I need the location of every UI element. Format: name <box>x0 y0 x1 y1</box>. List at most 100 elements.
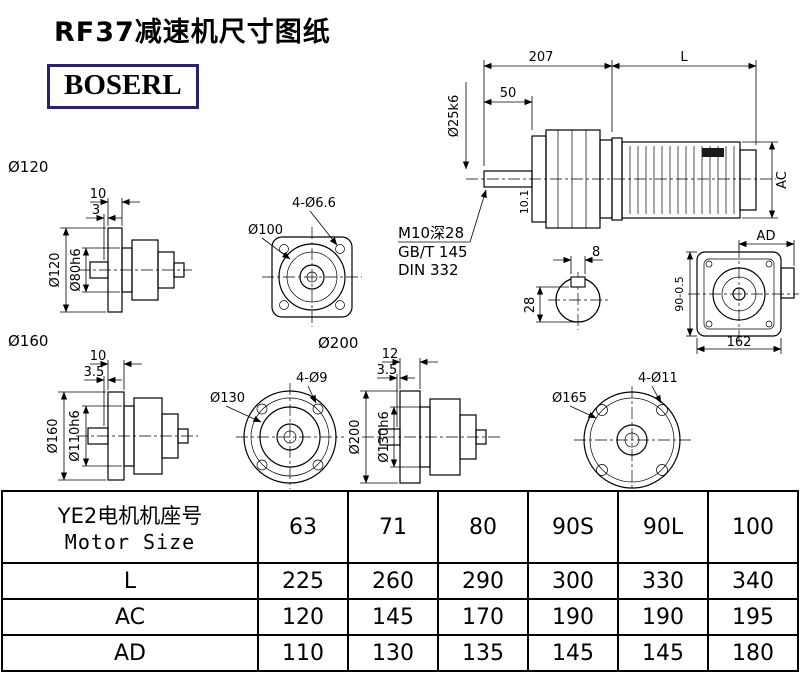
square-flange-view: Ø100 4-Ø6.6 <box>248 196 362 327</box>
value-cell: 195 <box>707 598 799 636</box>
section-dimension-lines <box>536 256 603 323</box>
dim-flange-160-spigot: Ø110h6 <box>68 410 83 462</box>
dim-circle-100: Ø100 <box>248 223 283 238</box>
motor-cooling-fins <box>629 146 735 214</box>
square-flange-leaders <box>261 210 338 260</box>
dim-207: 207 <box>529 50 554 65</box>
dim-162: 162 <box>727 335 752 350</box>
size-header-cell: 71 <box>347 490 439 564</box>
bolt-hole <box>656 464 668 476</box>
value-cell: 225 <box>257 562 349 600</box>
dim-circle-130: Ø130 <box>210 391 245 406</box>
dim-shaft-diameter: Ø25k6 <box>447 95 462 138</box>
dim-flange-120-step: 3 <box>92 203 100 218</box>
dim-10-1: 10.1 <box>518 190 531 215</box>
bolt-hole <box>335 244 345 254</box>
flange-200-side-view: 12 3.5 Ø200 Ø130h6 <box>348 347 502 484</box>
shaft-section-view: 8 28 <box>523 245 608 330</box>
motor-size-table: YE2电机机座号 Motor Size 63 71 80 90S 90L 100… <box>1 490 799 672</box>
flange-160-view: Ø160 10 <box>8 332 198 481</box>
dim-90-tol: 90-0.5 <box>673 276 686 311</box>
brand-logo-text: BOSERL <box>64 69 182 101</box>
flange-200-front-leaders <box>225 385 317 423</box>
table-row-AD: AD 110 130 135 145 145 180 <box>1 634 799 672</box>
note-tapped-hole: M10深28 <box>398 224 464 242</box>
bolt-hole <box>335 300 345 310</box>
table-row-L: L 225 260 290 300 330 340 <box>1 562 799 600</box>
dim-bolt-holes-11: 4-Ø11 <box>638 371 678 386</box>
dim-flange-200-spigot: Ø130h6 <box>377 411 392 463</box>
value-cell: 290 <box>437 562 529 600</box>
table-row-AC: AC 120 145 170 190 190 195 <box>1 598 799 636</box>
value-cell: 130 <box>347 634 439 672</box>
brand-logo: BOSERL <box>47 64 199 109</box>
header-title-en: Motor Size <box>64 530 196 554</box>
flange-120-dimension-lines <box>60 198 140 313</box>
value-cell: 330 <box>617 562 709 600</box>
bolt-hole <box>256 403 268 415</box>
dim-flange-200-step: 3.5 <box>377 363 398 378</box>
page-title: RF37减速机尺寸图纸 <box>54 17 331 48</box>
value-cell: 180 <box>707 634 799 672</box>
fan-cover <box>739 149 757 211</box>
bolt-hole <box>312 403 324 415</box>
side-view-dimension-lines <box>686 240 795 354</box>
dim-flange-160-outer: Ø160 <box>46 418 61 453</box>
label-flange-160: Ø160 <box>8 332 48 350</box>
size-header-cell: 80 <box>437 490 529 564</box>
note-gb-standard: GB/T 145 <box>398 243 468 261</box>
flange-160-dimension-lines <box>58 360 142 481</box>
output-side-view: AD 90-0.5 162 <box>673 229 799 354</box>
row-label-AC: AC <box>1 598 259 636</box>
flange-165-view: Ø165 4-Ø11 <box>552 371 692 489</box>
gearbox-ribs <box>557 130 587 228</box>
keyway <box>570 276 586 288</box>
dim-50: 50 <box>500 86 517 101</box>
dim-circle-165: Ø165 <box>552 391 587 406</box>
size-header-cell: 90L <box>617 490 709 564</box>
flange-200-side-dimension-lines <box>360 358 438 484</box>
note-din-standard: DIN 332 <box>398 261 459 279</box>
value-cell: 145 <box>527 634 619 672</box>
value-cell: 190 <box>527 598 619 636</box>
dim-28: 28 <box>523 297 538 314</box>
size-header-cell: 63 <box>257 490 349 564</box>
value-cell: 260 <box>347 562 439 600</box>
value-cell: 300 <box>527 562 619 600</box>
dim-flange-200-thickness: 12 <box>382 347 399 362</box>
bolt-hole <box>656 404 668 416</box>
dim-AC: AC <box>775 171 790 189</box>
value-cell: 145 <box>347 598 439 636</box>
dim-flange-200-outer: Ø200 <box>348 419 363 454</box>
table-header-row: YE2电机机座号 Motor Size 63 71 80 90S 90L 100 <box>1 490 799 564</box>
dim-L: L <box>680 50 688 65</box>
dim-flange-160-step: 3.5 <box>84 365 105 380</box>
value-cell: 120 <box>257 598 349 636</box>
bolt-hole <box>596 464 608 476</box>
row-label-L: L <box>1 562 259 600</box>
dim-flange-120-outer: Ø120 <box>48 252 63 287</box>
size-header-cell: 90S <box>527 490 619 564</box>
housing-inner <box>703 258 775 330</box>
bolt-hole <box>312 459 324 471</box>
header-title-cn: YE2电机机座号 <box>57 504 203 528</box>
flange-120-view: Ø120 10 <box>8 158 192 313</box>
label-flange-200: Ø200 <box>318 334 358 352</box>
dim-flange-160-thickness: 10 <box>90 349 107 364</box>
bolt-hole <box>279 300 289 310</box>
flange-200-front-view: Ø200 Ø130 4-Ø9 <box>210 334 358 489</box>
dim-key-width: 8 <box>592 245 600 260</box>
row-label-AD: AD <box>1 634 259 672</box>
value-cell: 170 <box>437 598 529 636</box>
main-view-dimension-lines <box>398 60 778 243</box>
value-cell: 190 <box>617 598 709 636</box>
label-flange-120: Ø120 <box>8 158 48 176</box>
dim-AD: AD <box>757 229 776 244</box>
bolt-hole <box>256 459 268 471</box>
motor-size-header-cell: YE2电机机座号 Motor Size <box>1 490 259 564</box>
dim-bolt-holes-9: 4-Ø9 <box>296 371 327 386</box>
technical-drawing: 207 L 50 Ø25k6 10.1 AC M10深28 GB/T 145 D… <box>8 50 799 489</box>
value-cell: 340 <box>707 562 799 600</box>
main-assembly-view: 207 L 50 Ø25k6 10.1 AC M10深28 GB/T 145 D… <box>398 50 790 279</box>
